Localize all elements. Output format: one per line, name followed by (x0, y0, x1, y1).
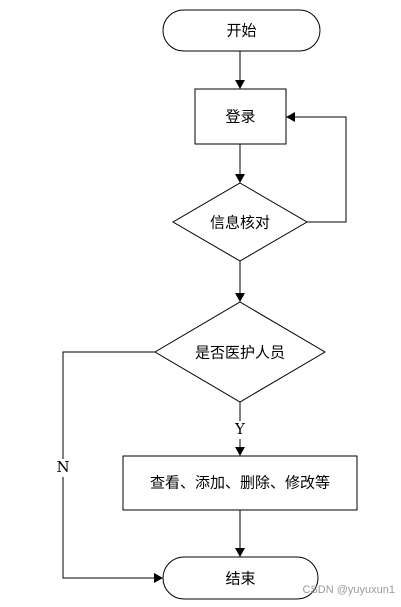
no-label-background (55, 459, 71, 477)
arrow-verify-loop-to-login (286, 112, 347, 223)
is-medical-staff-node: 是否医护人员 (154, 301, 326, 403)
yes-edge-label: Y (234, 420, 246, 438)
is-medical-staff-label: 是否医护人员 (195, 344, 285, 362)
operations-process-shape (122, 455, 358, 511)
watermark: CSDN @yuyuxun1 (303, 584, 395, 596)
start-terminator-shape (162, 9, 321, 52)
verify-label: 信息核对 (210, 214, 270, 232)
arrow-verify-to-decision (235, 261, 245, 302)
arrow-login-to-verify (235, 144, 245, 183)
verify-node: 信息核对 (172, 182, 308, 262)
end-label: 结束 (225, 570, 255, 588)
login-process-shape (194, 88, 287, 145)
operations-node: 查看、添加、删除、修改等 (122, 455, 358, 511)
login-node: 登录 (194, 88, 287, 145)
end-node: 结束 (162, 556, 319, 600)
arrow-start-to-login (235, 51, 245, 89)
start-label: 开始 (226, 22, 256, 40)
end-terminator-shape (162, 556, 319, 600)
start-node: 开始 (162, 9, 321, 52)
login-label: 登录 (225, 108, 255, 126)
arrow-operations-to-end (235, 510, 245, 557)
no-edge-label: N (56, 458, 69, 476)
yes-label-background (232, 421, 248, 439)
operations-label: 查看、添加、删除、修改等 (150, 474, 330, 492)
